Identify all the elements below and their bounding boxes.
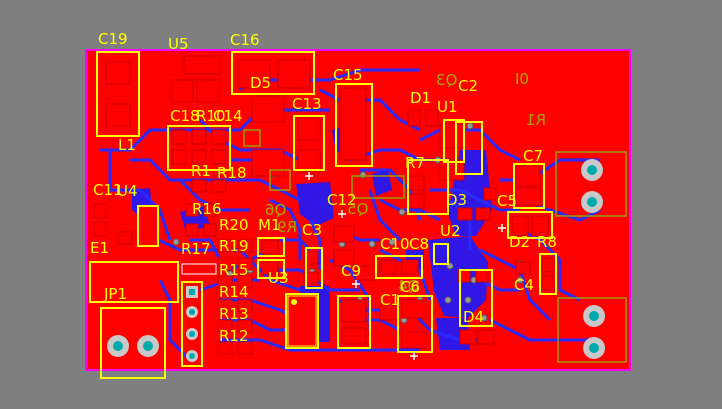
- label-r15: R15: [219, 261, 249, 279]
- label-jp1: JP1: [104, 285, 128, 303]
- label-c5: C5: [497, 192, 518, 210]
- ic-bodies: [137, 121, 493, 349]
- label-c13: C13: [292, 95, 322, 113]
- label-r17: R17: [181, 240, 211, 258]
- label-c18: C18: [170, 107, 200, 125]
- label-u5: U5: [168, 35, 189, 53]
- label-r1: R1: [191, 162, 211, 180]
- label-c1: C1: [380, 291, 401, 309]
- polarity-marks: [305, 172, 506, 360]
- label-c14: C14: [213, 107, 243, 125]
- label-d3: D3: [446, 191, 468, 209]
- label-d2: D2: [509, 233, 531, 251]
- label-c2: C2: [458, 77, 479, 95]
- label-c9: C9: [341, 262, 362, 280]
- label-d4: D4: [463, 308, 485, 326]
- label-r20: R20: [219, 216, 249, 234]
- label-r9: R9: [277, 218, 297, 236]
- label-u3: U3: [268, 269, 289, 287]
- label-r8: R8: [537, 233, 557, 251]
- smd-pads: [93, 55, 555, 355]
- label-r10: R10: [196, 107, 226, 125]
- silkscreen-outlines: [89, 51, 557, 379]
- label-r13: R13: [219, 305, 249, 323]
- label-r1-bottom: R1: [526, 111, 546, 129]
- through-hole-pads: [107, 159, 605, 362]
- label-c8: C8: [409, 235, 430, 253]
- label-u2: U2: [440, 222, 461, 240]
- label-c10: C10: [380, 235, 410, 253]
- label-r7: R7: [405, 154, 425, 172]
- label-r14: R14: [219, 283, 249, 301]
- label-c3: C3: [302, 221, 323, 239]
- bottom-silkscreen: [243, 129, 627, 363]
- label-d1: D1: [410, 89, 432, 107]
- label-c12: C12: [327, 191, 357, 209]
- label-u4: U4: [117, 182, 138, 200]
- label-r16: R16: [192, 200, 222, 218]
- label-c6: C6: [400, 278, 421, 296]
- label-c19: C19: [98, 30, 128, 48]
- label-r12: R12: [219, 327, 249, 345]
- label-d5: D5: [250, 74, 272, 92]
- label-e1: E1: [90, 239, 110, 257]
- label-r18: R18: [217, 164, 247, 182]
- label-r19: R19: [219, 237, 249, 255]
- label-q5: Q5: [347, 200, 369, 218]
- label-c16: C16: [230, 31, 260, 49]
- label-c4: C4: [514, 276, 535, 294]
- label-c15: C15: [333, 66, 363, 84]
- label-l1: L1: [118, 136, 136, 154]
- label-c11: C11: [93, 181, 123, 199]
- label-m1: M1: [258, 216, 281, 234]
- label-q3: Q3: [436, 71, 458, 89]
- label-i0: I0: [515, 70, 529, 88]
- label-u1: U1: [437, 98, 458, 116]
- label-c7: C7: [523, 147, 544, 165]
